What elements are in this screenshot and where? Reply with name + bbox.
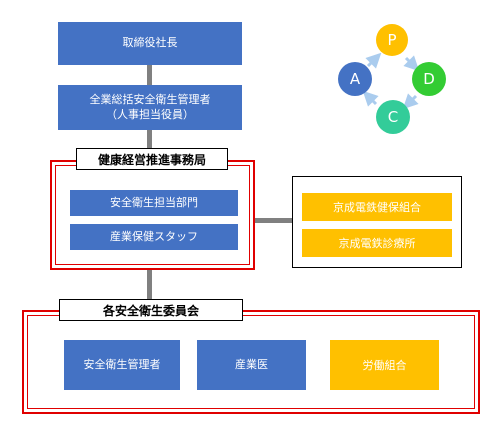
safety-officer-label: 全業総括安全衛生管理者 (89, 92, 211, 106)
pdca-d-label: D (423, 70, 435, 88)
occupational-doctor-box: 産業医 (197, 340, 306, 390)
safety-officer-role: （人事担当役員） (106, 107, 194, 121)
pdca-p-circle: P (376, 24, 408, 56)
pdca-arrows (362, 52, 420, 110)
president-box: 取締役社長 (58, 22, 242, 65)
connector-bottom (147, 268, 152, 302)
labor-union-box: 労働組合 (330, 340, 439, 390)
pdca-d-circle: D (412, 62, 446, 96)
committee-label: 各安全衛生委員会 (59, 299, 243, 321)
connector-side (254, 218, 292, 223)
clinic-box: 京成電鉄診療所 (302, 229, 452, 257)
health-staff-box: 産業保健スタッフ (70, 224, 238, 250)
president-label: 取締役社長 (122, 36, 178, 50)
committee-frame (22, 310, 480, 414)
pdca-p-label: P (387, 31, 397, 49)
partners-frame (292, 176, 462, 268)
committee-inner-frame (27, 315, 475, 409)
connector-top (147, 65, 152, 85)
pdca-a-label: A (349, 70, 361, 88)
safety-officer-box: 全業総括安全衛生管理者 （人事担当役員） (58, 85, 242, 130)
safety-manager-box: 安全衛生管理者 (64, 340, 180, 390)
pdca-c-label: C (387, 108, 399, 126)
pdca-c-circle: C (376, 100, 410, 134)
connector-mid (147, 130, 152, 152)
health-office-label: 健康経営推進事務局 (76, 148, 228, 170)
pdca-a-circle: A (338, 62, 372, 96)
safety-dept-box: 安全衛生担当部門 (70, 190, 238, 216)
health-insurance-box: 京成電鉄健保組合 (302, 193, 452, 221)
